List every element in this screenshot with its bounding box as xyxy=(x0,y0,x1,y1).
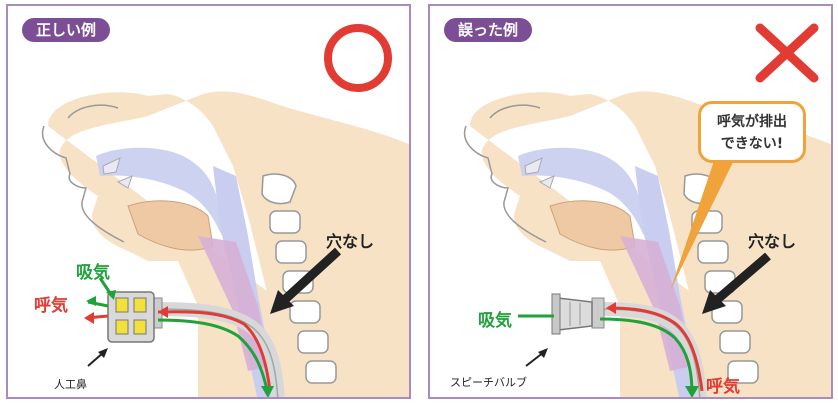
head-neck-illustration xyxy=(430,6,833,399)
callout-line-1: 呼気が排出 xyxy=(701,111,803,133)
artificial-nose-device xyxy=(108,292,154,342)
speech-valve-device xyxy=(552,294,592,334)
no-hole-label: 穴なし xyxy=(326,228,374,252)
exhale-label: 呼気 xyxy=(34,291,68,316)
speech-valve-label: スピーチバルブ xyxy=(450,374,527,390)
callout-line-2: できない! xyxy=(701,133,803,155)
wrong-example-badge: 誤った例 xyxy=(444,18,532,42)
wrong-example-panel: 誤った例 呼気が排出 できない! 穴なし 吸気 呼気 スピーチバルブ xyxy=(428,4,833,399)
exhale-blocked-callout: 呼気が排出 できない! xyxy=(698,101,806,163)
no-hole-label: 穴なし xyxy=(748,228,796,252)
correct-example-panel: 正しい例 穴なし 吸気 呼気 人工鼻 xyxy=(6,4,411,399)
circle-correct-icon xyxy=(328,28,388,88)
head-neck-illustration xyxy=(8,6,411,399)
correct-example-badge: 正しい例 xyxy=(22,18,110,42)
artificial-nose-label: 人工鼻 xyxy=(54,376,87,392)
inhale-label: 吸気 xyxy=(478,306,512,331)
inhale-label: 吸気 xyxy=(76,258,110,283)
exhale-label: 呼気 xyxy=(706,372,740,397)
cross-wrong-icon xyxy=(760,28,814,78)
